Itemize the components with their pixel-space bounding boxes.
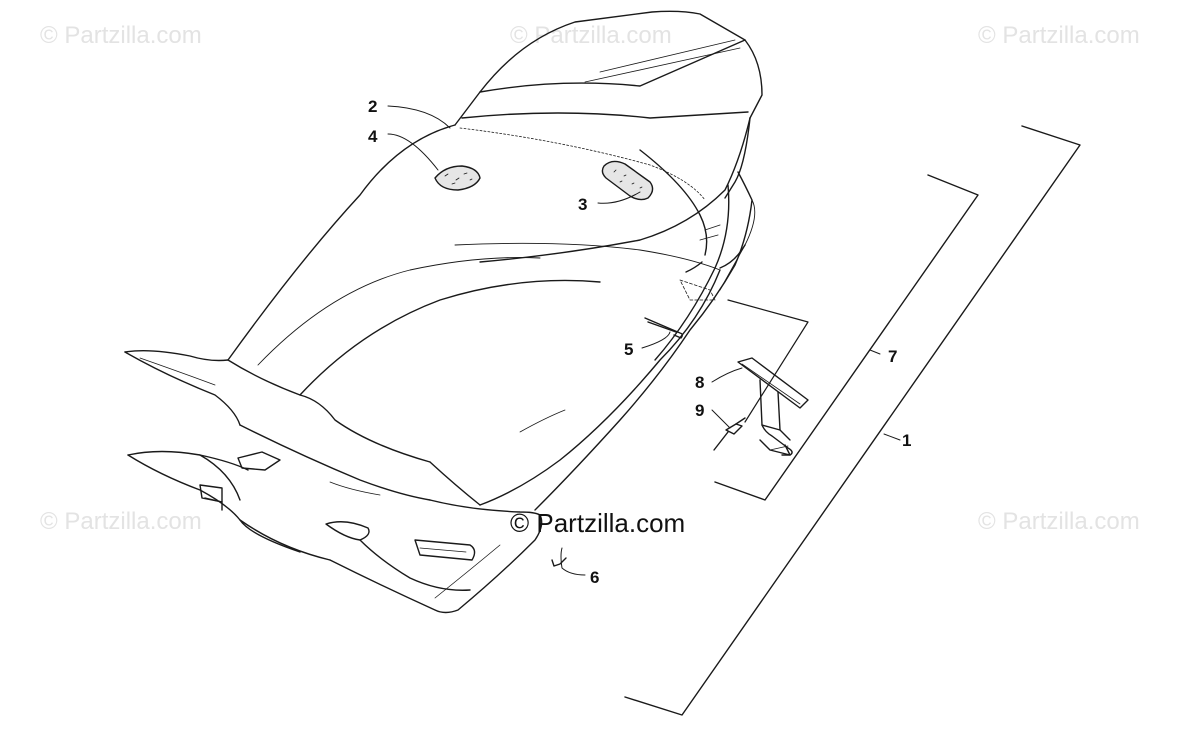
callout-6: 6 xyxy=(590,568,599,587)
center-watermark: © Partzilla.com xyxy=(510,508,686,538)
watermark-top-right: © Partzilla.com xyxy=(978,22,1140,49)
bracket-item-8 xyxy=(737,357,809,456)
leader-lines xyxy=(387,105,901,576)
patch-item-3 xyxy=(601,160,654,201)
watermark-mid-left: © Partzilla.com xyxy=(40,508,202,535)
assembly-bracket-1 xyxy=(624,125,1081,716)
callout-7: 7 xyxy=(888,347,897,366)
callout-5: 5 xyxy=(624,340,633,359)
watermark-top-left: © Partzilla.com xyxy=(40,22,202,49)
seat-cushion xyxy=(227,10,763,506)
callout-8: 8 xyxy=(695,373,704,392)
callout-9: 9 xyxy=(695,401,704,420)
callout-2: 2 xyxy=(368,97,377,116)
callout-3: 3 xyxy=(578,195,587,214)
clip-item-6 xyxy=(551,557,567,567)
watermark-mid-right: © Partzilla.com xyxy=(978,508,1140,535)
seat-base xyxy=(124,171,756,614)
clip-item-5 xyxy=(644,317,683,339)
callout-4: 4 xyxy=(368,127,378,146)
callout-1: 1 xyxy=(902,431,911,450)
assembly-bracket-inner xyxy=(727,299,809,423)
rivet-item-9 xyxy=(713,417,746,451)
watermark-top-center: © Partzilla.com xyxy=(510,22,672,49)
assembly-bracket-7 xyxy=(714,174,979,501)
patch-item-4 xyxy=(434,165,481,191)
